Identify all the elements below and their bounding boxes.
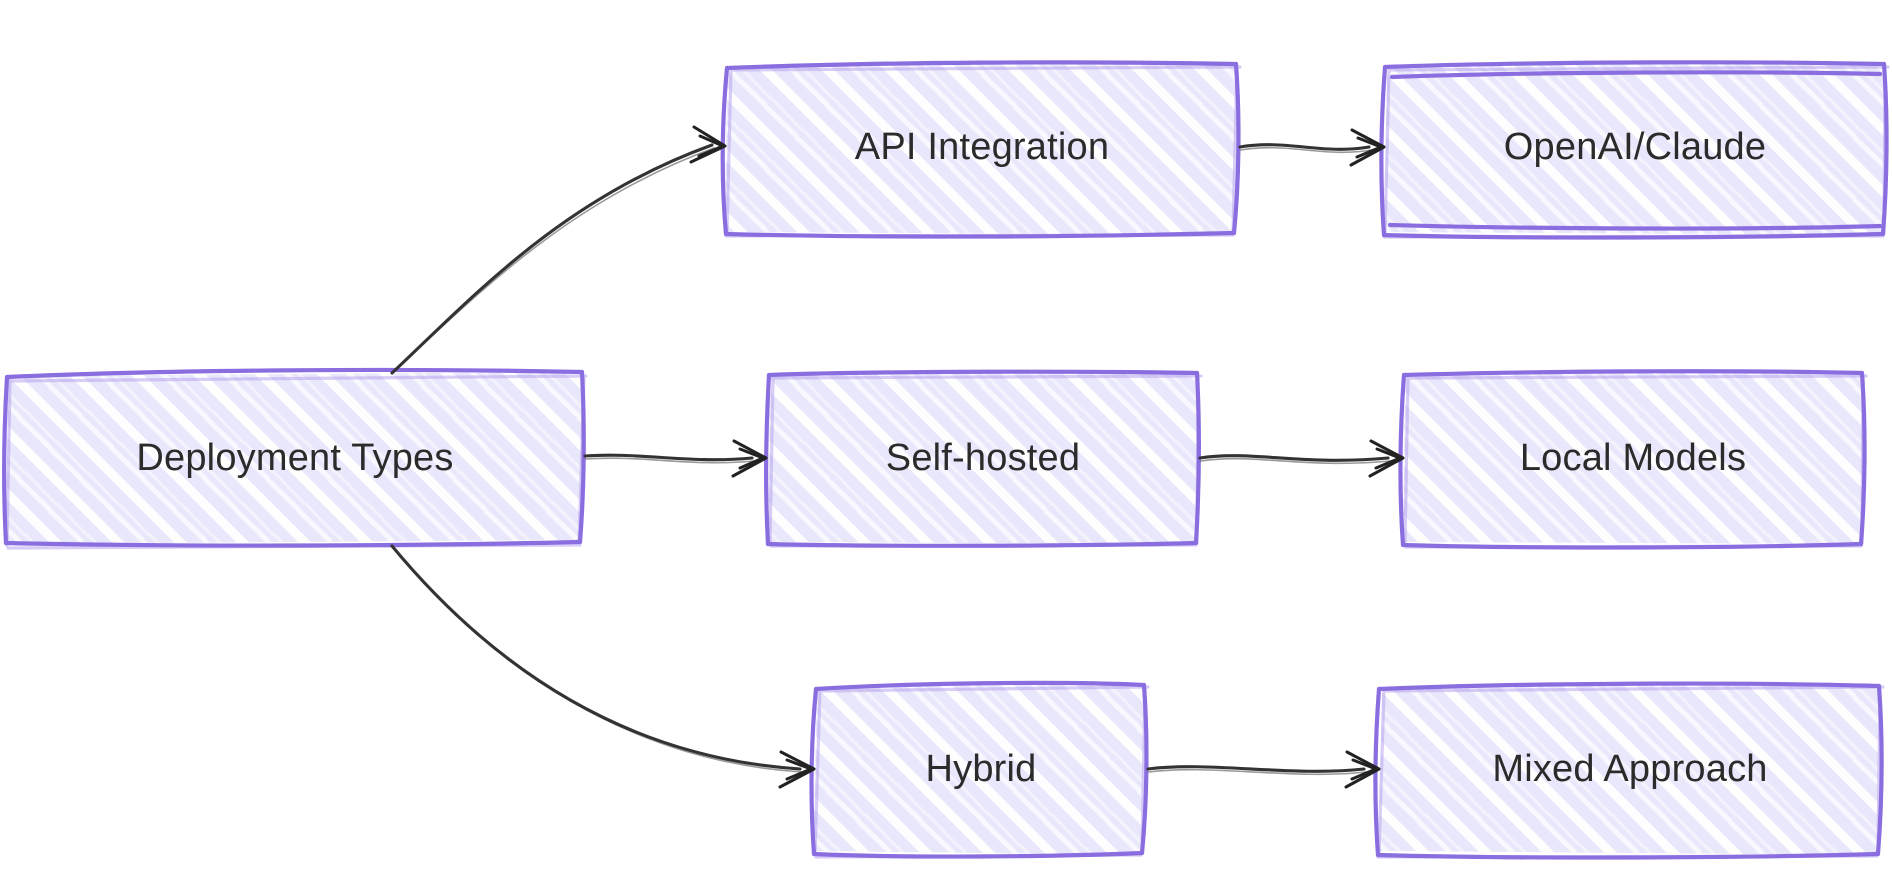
node-border-top-mixed-approach <box>1376 681 1882 692</box>
node-border-bottom-dup-openai-claude <box>1387 222 1883 231</box>
node-border-bottom-openai-claude <box>1381 231 1886 240</box>
node-label-hybrid: Hybrid <box>925 748 1036 790</box>
node-outline-ghost-local-models <box>1403 374 1868 549</box>
node-fill-openai-claude <box>1385 63 1885 235</box>
node-fill-api-integration <box>724 63 1237 235</box>
node-self-hosted[interactable]: Self-hosted <box>758 364 1210 554</box>
node-mixed-approach[interactable]: Mixed Approach <box>1370 675 1890 865</box>
node-border-right-api-integration <box>1231 61 1241 236</box>
node-label-api-integration: API Integration <box>855 126 1109 168</box>
node-border-right-self-hosted <box>1193 370 1201 546</box>
node-label-openai-claude: OpenAI/Claude <box>1504 126 1766 168</box>
node-border-right-deployment-types <box>577 369 586 545</box>
node-border-top-local-models <box>1401 369 1865 378</box>
node-border-bottom-deployment-types <box>3 539 583 548</box>
node-deployment-types[interactable]: Deployment Types <box>0 366 596 552</box>
node-border-bottom-mixed-approach <box>1375 851 1881 860</box>
node-local-models[interactable]: Local Models <box>1393 364 1873 554</box>
edge-deployment-to-hybrid <box>390 544 816 789</box>
edge-api-to-openai <box>1238 128 1386 167</box>
node-border-left-openai-claude <box>1379 64 1388 238</box>
node-outline-ghost-hybrid <box>813 685 1150 859</box>
node-border-top-deployment-types <box>4 367 585 380</box>
node-border-right-hybrid <box>1139 682 1149 856</box>
node-label-local-models: Local Models <box>1520 437 1746 479</box>
edge-deployment-to-selfhosted <box>583 439 768 478</box>
node-outline-ghost-openai-claude <box>1382 65 1890 239</box>
arrowhead-hybrid <box>778 750 816 789</box>
node-label-deployment-types: Deployment Types <box>136 437 453 479</box>
node-label-mixed-approach: Mixed Approach <box>1492 748 1767 790</box>
node-outline-ghost-api-integration <box>724 65 1242 238</box>
node-border-top-api-integration <box>724 60 1239 71</box>
node-border-bottom-api-integration <box>723 230 1237 239</box>
node-api-integration[interactable]: API Integration <box>716 56 1248 246</box>
arrowhead-openai-claude <box>1349 128 1386 167</box>
node-outline-ghost-deployment-types <box>5 374 588 550</box>
node-fill-mixed-approach <box>1379 683 1880 855</box>
edge-hybrid-to-mixed <box>1146 750 1381 789</box>
node-border-top-hybrid <box>813 680 1147 692</box>
edge-deployment-to-api <box>390 125 727 375</box>
node-border-left-deployment-types <box>2 374 10 546</box>
node-border-bottom-hybrid <box>811 850 1145 859</box>
node-border-right-mixed-approach <box>1875 683 1884 857</box>
node-border-bottom-local-models <box>1400 541 1864 550</box>
node-fill-deployment-types <box>6 372 584 544</box>
node-hybrid[interactable]: Hybrid <box>805 675 1155 865</box>
arrowhead-self-hosted <box>731 439 768 478</box>
node-border-top-dup-openai-claude <box>1389 70 1883 80</box>
node-border-left-self-hosted <box>764 372 772 547</box>
node-border-top-self-hosted <box>766 369 1200 378</box>
node-label-self-hosted: Self-hosted <box>886 437 1080 479</box>
node-fill-hybrid <box>813 683 1145 855</box>
node-fill-self-hosted <box>768 372 1198 544</box>
node-border-right-local-models <box>1858 370 1867 547</box>
node-openai-claude[interactable]: OpenAI/Claude <box>1375 56 1892 246</box>
arrowhead-mixed-approach <box>1344 750 1381 789</box>
node-fill-local-models <box>1403 372 1863 544</box>
node-border-bottom-self-hosted <box>765 540 1199 548</box>
node-border-top-openai-claude <box>1382 60 1887 70</box>
arrowhead-local-models <box>1368 439 1405 478</box>
node-border-right-openai-claude <box>1880 61 1889 237</box>
edge-selfhosted-to-local <box>1198 439 1405 478</box>
node-border-left-api-integration <box>720 65 730 237</box>
arrowhead-api-integration <box>689 125 727 164</box>
node-outline-ghost-mixed-approach <box>1376 685 1885 859</box>
